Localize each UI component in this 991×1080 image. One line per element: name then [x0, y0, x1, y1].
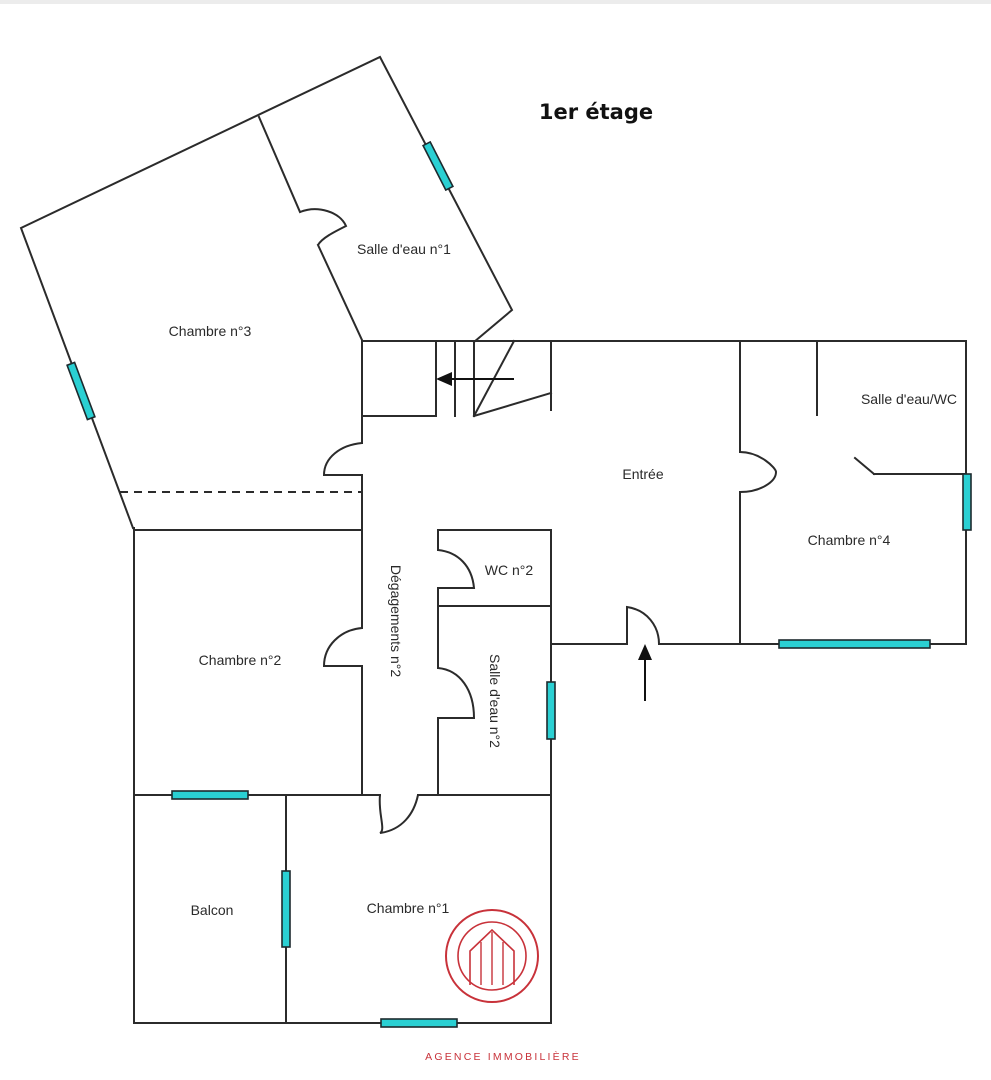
doors — [299, 208, 778, 834]
top-divider — [0, 0, 991, 4]
wall-wc-2 — [437, 529, 552, 645]
house-logo-icon — [445, 909, 539, 1003]
door-chambre-2 — [322, 627, 363, 667]
label-salle-eau-wc: Salle d'eau/WC — [861, 391, 957, 407]
wall-salle-eau-1-lower — [316, 243, 364, 342]
window-salle-eau-1 — [422, 140, 454, 192]
stair-diagonal-2 — [472, 391, 553, 418]
door-chambre-1 — [378, 794, 419, 834]
stair-arrow-icon — [436, 372, 452, 386]
windows — [66, 140, 972, 1028]
window-chambre-4-bottom — [778, 639, 931, 649]
window-balcon-divider — [281, 870, 291, 948]
door-salle-eau-1 — [299, 208, 348, 246]
window-chambre-1-bottom — [380, 1018, 458, 1028]
door-wc-2 — [437, 549, 476, 589]
wall-entry-left — [550, 643, 628, 796]
label-degagements-2: Dégagements n°2 — [388, 565, 404, 677]
window-chambre-4-right — [962, 473, 972, 531]
door-salle-eau-wc — [853, 456, 876, 476]
window-salle-eau-2 — [546, 681, 556, 740]
wall-wing-outline — [19, 55, 514, 530]
window-chambre-2-bottom — [171, 790, 249, 800]
label-balcon: Balcon — [191, 902, 234, 918]
wall-top — [361, 340, 967, 645]
label-entree: Entrée — [622, 466, 663, 482]
label-chambre-3: Chambre n°3 — [169, 323, 252, 339]
wall-stair-box — [361, 340, 437, 417]
window-chambre-3 — [66, 361, 96, 421]
entry-arrow-icon — [638, 644, 652, 660]
arrows — [436, 372, 652, 701]
door-chambre-3 — [322, 442, 363, 476]
door-salle-eau-2 — [437, 667, 476, 719]
label-wc-2: WC n°2 — [485, 562, 534, 578]
door-entree — [626, 605, 660, 645]
agency-label: AGENCE IMMOBILIÈRE — [425, 1050, 581, 1063]
label-chambre-4: Chambre n°4 — [808, 532, 891, 548]
label-salle-eau-2: Salle d'eau n°2 — [487, 654, 503, 748]
label-chambre-1: Chambre n°1 — [367, 900, 450, 916]
floor-title: 1er étage — [539, 100, 653, 124]
door-chambre-4 — [739, 451, 778, 493]
label-salle-eau-1: Salle d'eau n°1 — [357, 241, 451, 257]
walls — [19, 55, 967, 1024]
wall-salle-eau-1 — [257, 115, 302, 214]
wall-bottom — [133, 527, 552, 1024]
label-chambre-2: Chambre n°2 — [199, 652, 282, 668]
